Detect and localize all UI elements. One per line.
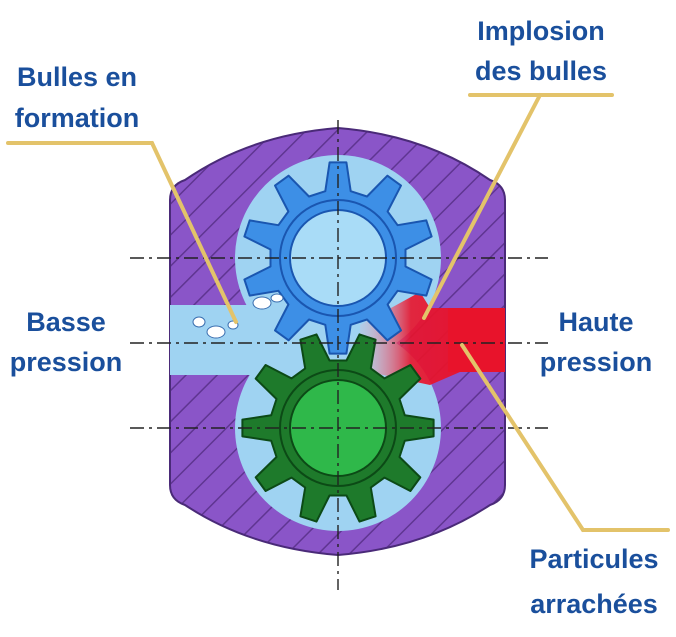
bubble — [270, 293, 284, 303]
label-high-pressure: Haute pression — [540, 307, 653, 377]
leader-bubbles-forming — [150, 141, 238, 324]
label-line: pression — [10, 347, 123, 377]
label-bubbles-forming: Bulles en formation — [15, 62, 140, 133]
label-line: Haute — [558, 307, 633, 337]
label-line: Implosion — [477, 16, 605, 46]
label-line: Particules — [529, 544, 658, 574]
bubble — [206, 325, 226, 339]
bubble — [192, 316, 206, 328]
label-bubbles-implosion: Implosion des bulles — [475, 16, 607, 86]
leader-implosion — [422, 93, 542, 320]
bubble — [252, 296, 272, 310]
label-particles-torn: Particules arrachées — [529, 544, 658, 619]
label-line: arrachées — [530, 589, 658, 619]
callout-lines — [6, 93, 670, 532]
label-line: formation — [15, 103, 140, 133]
label-line: Basse — [26, 307, 106, 337]
leader-particles — [460, 343, 585, 532]
label-line: des bulles — [475, 56, 607, 86]
outlet-pipe — [448, 308, 505, 372]
label-low-pressure: Basse pression — [10, 307, 123, 377]
label-line: Bulles en — [17, 62, 137, 92]
center-lines — [130, 120, 548, 590]
high-pressure-outlet — [360, 292, 505, 385]
label-line: pression — [540, 347, 653, 377]
bubble-icon — [192, 293, 284, 339]
